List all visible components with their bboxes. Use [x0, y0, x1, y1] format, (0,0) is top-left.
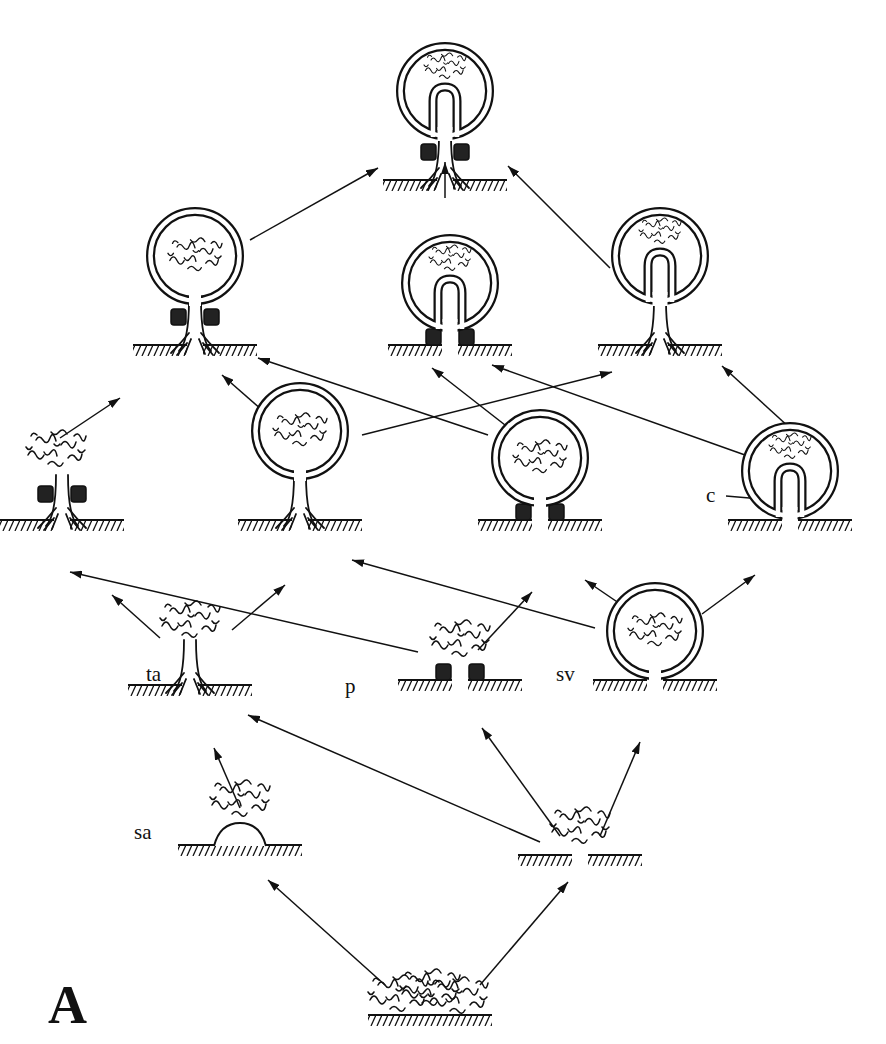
panel-letter: A: [48, 978, 87, 1032]
part-label: sv: [556, 664, 575, 685]
part-label: ta: [146, 664, 161, 685]
part-label: c: [706, 485, 715, 506]
part-label: sa: [134, 822, 152, 843]
part-label: p: [345, 676, 356, 697]
